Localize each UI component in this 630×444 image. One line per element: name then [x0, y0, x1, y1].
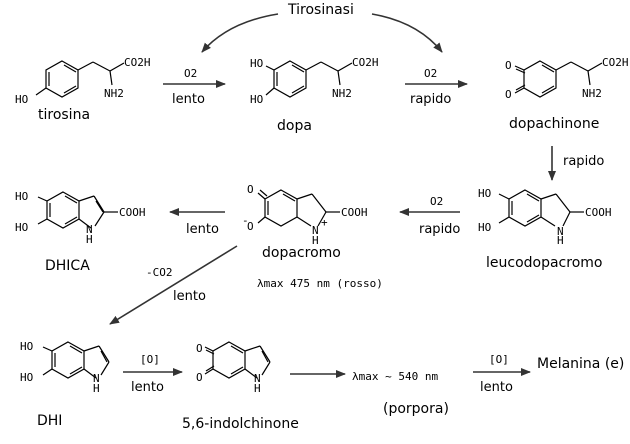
- dopachrome-o-top: O: [247, 183, 254, 196]
- indolequinone-name: 5,6-indolchinone: [182, 416, 299, 432]
- dopa-name: dopa: [277, 118, 312, 134]
- dhi-n: N: [93, 372, 100, 385]
- rate-dopa-dopaquinone: rapido: [410, 92, 452, 107]
- reagent-co2: -CO2: [146, 266, 173, 279]
- dopaquinone-o-bottom: O: [505, 88, 512, 101]
- reagent-o2-2: O2: [424, 67, 438, 80]
- dhica-ho-top: HO: [15, 190, 29, 203]
- tyrosine-ho: HO: [15, 93, 29, 106]
- reagent-o2-3: O2: [430, 195, 444, 208]
- leuco-h: H: [557, 234, 564, 247]
- rate-purple-melanin: lento: [480, 380, 513, 395]
- leuco-nh: N: [557, 225, 564, 238]
- rate-dopaquinone-leuco: rapido: [563, 154, 605, 169]
- dhica-h: H: [86, 233, 93, 246]
- reagent-ox-2: [O]: [489, 353, 509, 366]
- dopachrome-cooh: COOH: [341, 206, 368, 219]
- leuco-ho-top: HO: [478, 187, 492, 200]
- dhi-structure: [42, 341, 110, 379]
- tyrosine-nh2: NH2: [104, 87, 124, 100]
- dopa-ho-top: HO: [250, 57, 264, 70]
- dopa-co2h: CO2H: [352, 56, 379, 69]
- tyrosine-co2h: CO2H: [124, 56, 151, 69]
- reagent-ox-1: [O]: [140, 353, 160, 366]
- dhica-ho-bottom: HO: [15, 221, 29, 234]
- leuco-name: leucodopacromo: [486, 255, 603, 271]
- purple-absorbance: λmax ~ 540 nm: [352, 370, 439, 383]
- dopachrome-o-bottom: O: [247, 220, 254, 233]
- enzyme-arrow-right: [371, 13, 443, 53]
- rate-dopachrome-dhi: lento: [173, 289, 206, 304]
- dhi-h: H: [93, 382, 100, 395]
- leuco-cooh: COOH: [585, 206, 612, 219]
- dopaquinone-structure: [514, 60, 603, 98]
- indolequinone-n: N: [254, 372, 261, 385]
- dhica-name: DHICA: [45, 258, 90, 274]
- dopaquinone-name: dopachinone: [509, 116, 600, 132]
- indolequinone-o-bottom: O: [196, 371, 203, 384]
- dhi-ho-top: HO: [20, 340, 34, 353]
- rate-dopachrome-dhica: lento: [186, 222, 219, 237]
- dhi-ho-bottom: HO: [20, 371, 34, 384]
- leucodopachrome-structure: [498, 189, 584, 227]
- indolequinone-h: H: [254, 382, 261, 395]
- dopa-ho-bottom: HO: [250, 93, 264, 106]
- enzyme-label: Tirosinasi: [288, 2, 354, 18]
- rate-tyrosine-dopa: lento: [172, 92, 205, 107]
- dopaquinone-nh2: NH2: [582, 87, 602, 100]
- dopachrome-structure: [257, 189, 340, 227]
- dopachrome-name: dopacromo: [262, 245, 341, 261]
- dhica-n: N: [86, 223, 93, 236]
- tyrosine-structure: [35, 60, 125, 98]
- enzyme-arrow-left: [201, 13, 279, 53]
- melanin-name: Melanina (e): [537, 356, 625, 372]
- tyrosine-name: tirosina: [38, 107, 91, 123]
- dopa-structure: [265, 60, 353, 98]
- dopa-nh2: NH2: [332, 87, 352, 100]
- purple-note: (porpora): [383, 401, 449, 417]
- reaction-arrows: [109, 13, 556, 378]
- rate-leuco-dopachrome: rapido: [419, 222, 461, 237]
- dopachrome-h: H: [312, 234, 319, 247]
- dopaquinone-co2h: CO2H: [602, 56, 629, 69]
- arrow-dopachrome-dhi: [109, 245, 238, 325]
- dhi-name: DHI: [37, 413, 63, 429]
- dopachrome-minus: -: [242, 214, 249, 227]
- rate-dhi-indolequinone: lento: [131, 380, 164, 395]
- dopachrome-absorbance: λmax 475 nm (rosso): [257, 277, 383, 290]
- dhica-structure: [37, 191, 118, 229]
- reagent-o2-1: O2: [184, 67, 198, 80]
- leuco-ho-bottom: HO: [478, 221, 492, 234]
- dopachrome-plus: +: [321, 216, 328, 229]
- indolequinone-o-top: O: [196, 342, 203, 355]
- dopachrome-n: N: [312, 224, 319, 237]
- indolequinone-structure: [204, 341, 271, 379]
- dopaquinone-o-top: O: [505, 59, 512, 72]
- dhica-cooh: COOH: [119, 206, 146, 219]
